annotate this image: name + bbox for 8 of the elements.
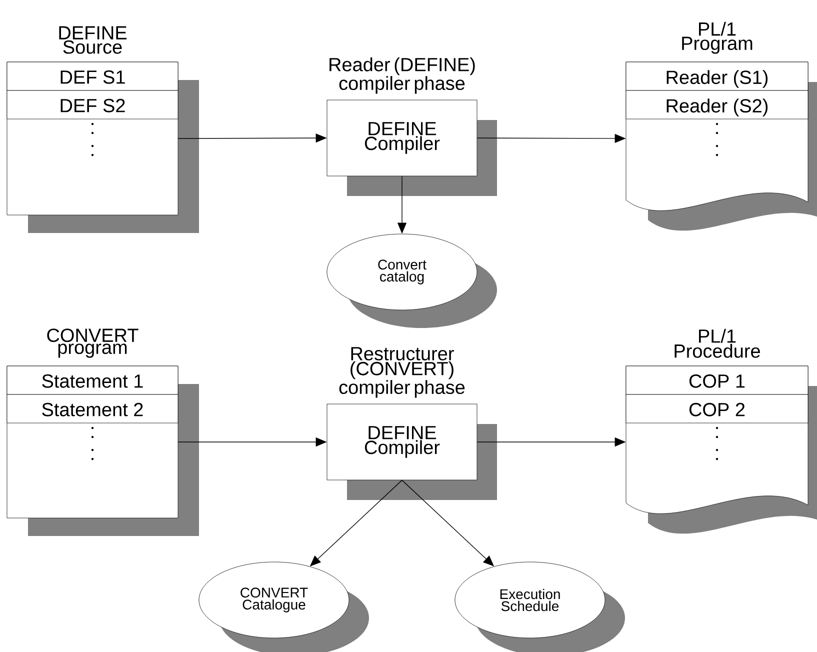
heading-label: PL/1 Program [682,22,752,54]
heading-label: Reader (DEFINE) compiler phase [330,57,475,94]
process-box: DEFINE Compiler [326,100,497,196]
process-box: DEFINE Compiler [326,404,497,500]
heading-label: Restructurer (CONVERT) compiler phase [339,347,465,398]
heading-label: CONVERT program [47,328,138,358]
heading-label: PL/1 Procedure [674,328,760,358]
heading-label: DEFINE Source [59,26,127,54]
